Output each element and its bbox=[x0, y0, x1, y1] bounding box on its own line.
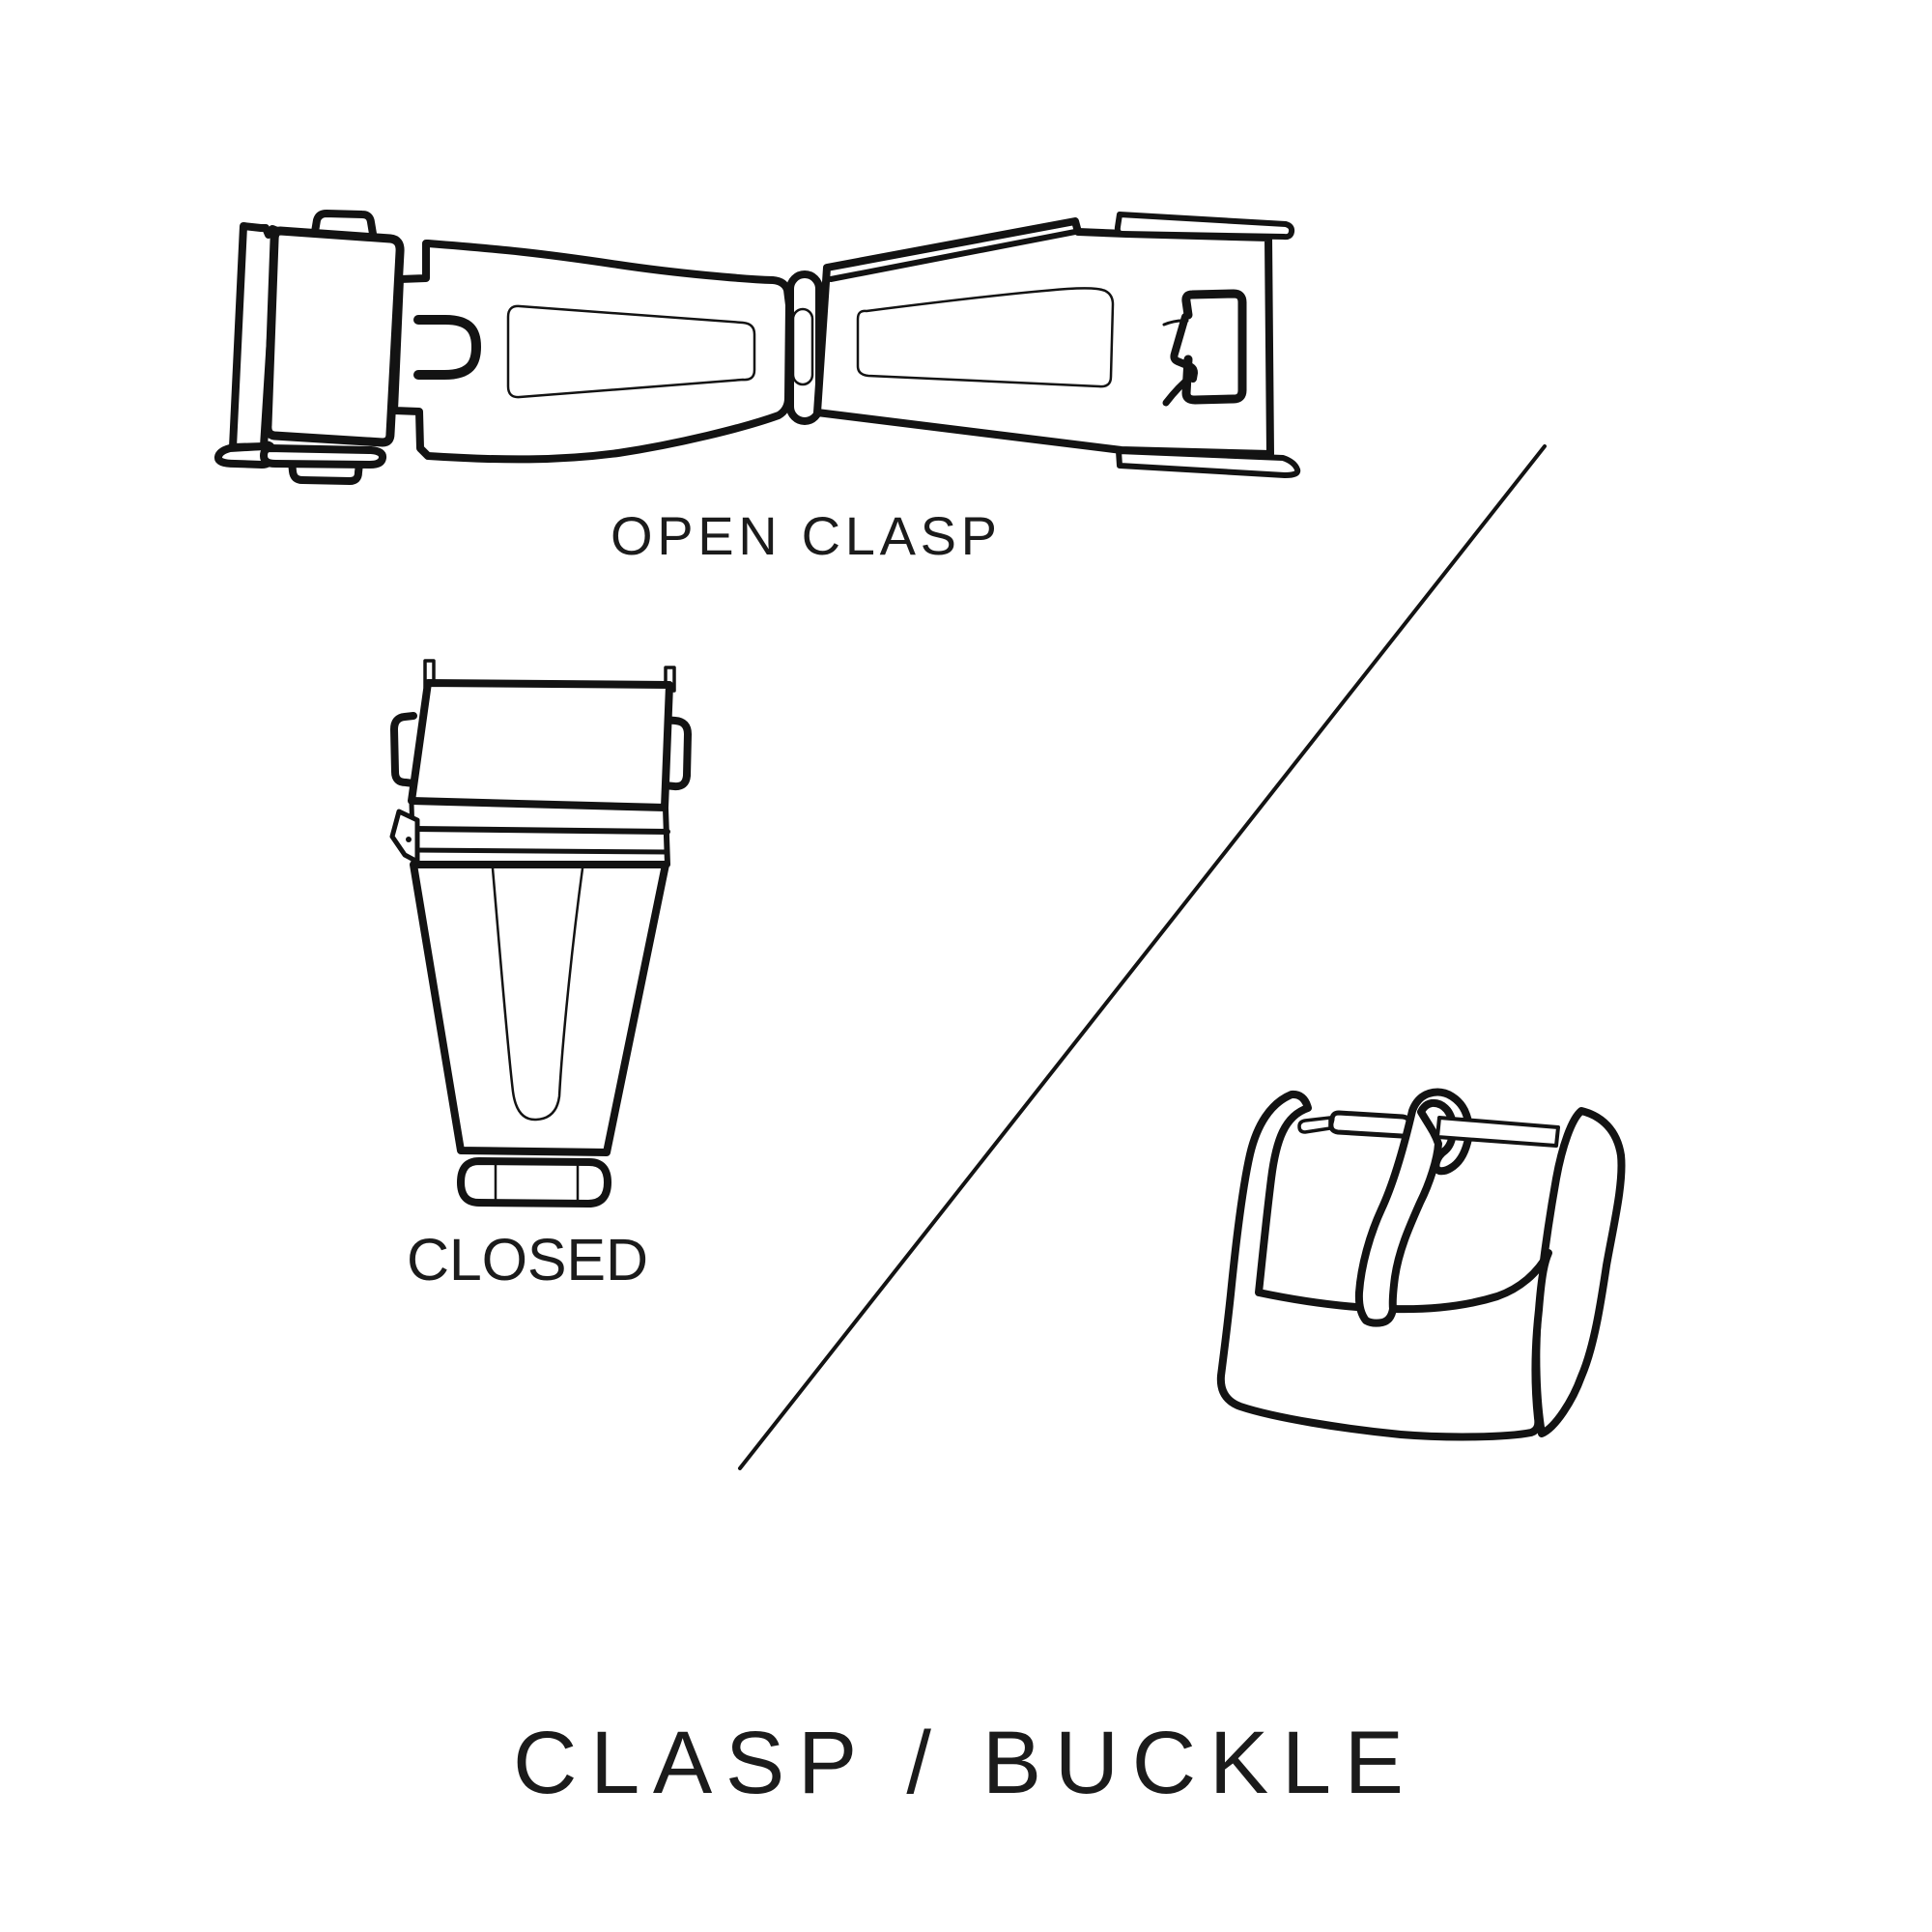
svg-text:CLASP / BUCKLE: CLASP / BUCKLE bbox=[513, 1714, 1404, 1812]
svg-text:OPEN CLASP: OPEN CLASP bbox=[611, 505, 997, 566]
svg-text:CLOSED: CLOSED bbox=[407, 1227, 648, 1293]
